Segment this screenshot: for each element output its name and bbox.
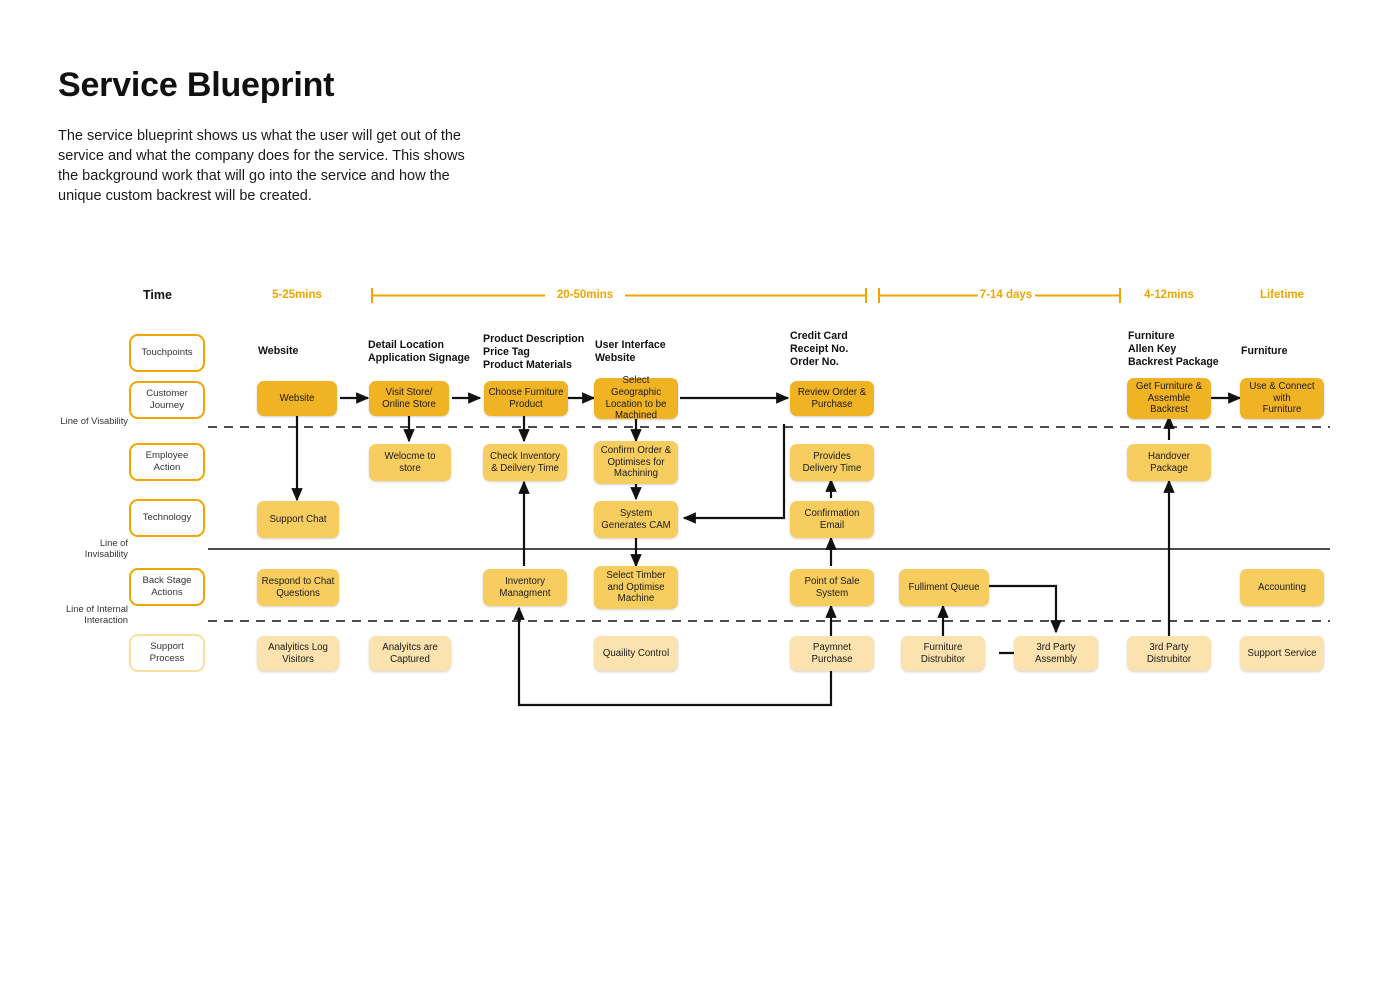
support-box-analytics-captured[interactable]: Analyitcs are Captured	[369, 636, 451, 671]
page-description: The service blueprint shows us what the …	[58, 128, 465, 204]
employee-box-provides-delivery[interactable]: Provides Delivery Time	[790, 444, 874, 481]
journey-box-get-furniture[interactable]: Get Furniture & Assemble Backrest	[1127, 378, 1211, 419]
line-label-invisibility: Line of Invisability	[84, 537, 128, 559]
backstage-box-select-timber[interactable]: Select Timber and Optimise Machine	[594, 566, 678, 609]
technology-box-system-cam[interactable]: System Generates CAM	[594, 501, 678, 538]
employee-box-welcome-store[interactable]: Welocme to store	[369, 444, 451, 481]
employee-box-check-inventory[interactable]: Check Inventory & Deilvery Time	[483, 444, 567, 481]
backstage-box-respond-chat[interactable]: Respond to Chat Questions	[257, 569, 339, 606]
support-box-quality-control[interactable]: Quaility Control	[594, 636, 678, 671]
support-box-payment-purchase[interactable]: Paymnet Purchase	[790, 636, 874, 671]
touchpoint-user-interface: User Interface Website	[595, 339, 666, 364]
support-box-analytics-log[interactable]: Analyitics Log Visitors	[257, 636, 339, 671]
journey-box-review-order[interactable]: Review Order & Purchase	[790, 381, 874, 416]
line-label-visibility: Line of Visability	[60, 415, 128, 426]
row-label-touchpoints[interactable]: Touchpoints	[129, 334, 205, 372]
technology-box-support-chat[interactable]: Support Chat	[257, 501, 339, 538]
support-box-3rd-party-assembly[interactable]: 3rd Party Assembly	[1014, 636, 1098, 671]
timeline-segment-1: 5-25mins	[272, 289, 322, 301]
timeline-segment-5: Lifetime	[1259, 289, 1305, 301]
timeline-segment-4: 4-12mins	[1144, 289, 1194, 301]
timeline-segment-3: 7-14 days	[979, 289, 1033, 301]
touchpoint-credit-card: Credit Card Receipt No. Order No.	[790, 330, 849, 368]
journey-box-visit-store[interactable]: Visit Store/ Online Store	[369, 381, 449, 416]
row-label-employee-action[interactable]: Employee Action	[129, 443, 205, 481]
backstage-box-accounting[interactable]: Accounting	[1240, 569, 1324, 606]
backstage-box-fulfilment-queue[interactable]: Fulliment Queue	[899, 569, 989, 606]
support-box-support-service[interactable]: Support Service	[1240, 636, 1324, 671]
backstage-box-point-of-sale[interactable]: Point of Sale System	[790, 569, 874, 606]
touchpoint-furniture: Furniture	[1241, 345, 1288, 357]
fulfilment-to-assembly-path	[988, 584, 1062, 634]
timeline-segment-2: 20-50mins	[556, 289, 614, 301]
journey-box-use-connect[interactable]: Use & Connect with Furniture	[1240, 378, 1324, 419]
technology-box-confirmation-email[interactable]: Confirmation Email	[790, 501, 874, 538]
employee-box-confirm-order[interactable]: Confirm Order & Optimises for Machining	[594, 441, 678, 484]
review-order-to-cam-path	[682, 432, 786, 524]
row-label-support-process[interactable]: Support Process	[129, 634, 205, 672]
row-label-back-stage-actions[interactable]: Back Stage Actions	[129, 568, 205, 606]
touchpoint-product-description: Product Description Price Tag Product Ma…	[483, 333, 585, 371]
time-row-label: Time	[143, 288, 172, 302]
support-box-furniture-distributor[interactable]: Furniture Distrubitor	[901, 636, 985, 671]
touchpoint-furniture-package: Furniture Allen Key Backrest Package	[1128, 330, 1219, 368]
touchpoint-website: Website	[258, 345, 299, 357]
row-label-technology[interactable]: Technology	[129, 499, 205, 537]
journey-box-website[interactable]: Website	[257, 381, 337, 416]
touchpoint-detail-location: Detail Location Application Signage	[368, 339, 470, 364]
page-title: Service Blueprint	[58, 66, 335, 104]
journey-box-select-geographic[interactable]: Select Geographic Location to be Machine…	[594, 375, 678, 421]
journey-box-choose-furniture[interactable]: Choose Furniture Product	[484, 381, 568, 416]
row-label-customer-journey[interactable]: Customer Journey	[129, 381, 205, 419]
employee-box-handover-package[interactable]: Handover Package	[1127, 444, 1211, 481]
backstage-box-inventory-management[interactable]: Inventory Managment	[483, 569, 567, 606]
support-box-3rd-party-distributor[interactable]: 3rd Party Distrubitor	[1127, 636, 1211, 671]
line-label-internal-interaction: Line of Internal Interaction	[65, 603, 128, 625]
